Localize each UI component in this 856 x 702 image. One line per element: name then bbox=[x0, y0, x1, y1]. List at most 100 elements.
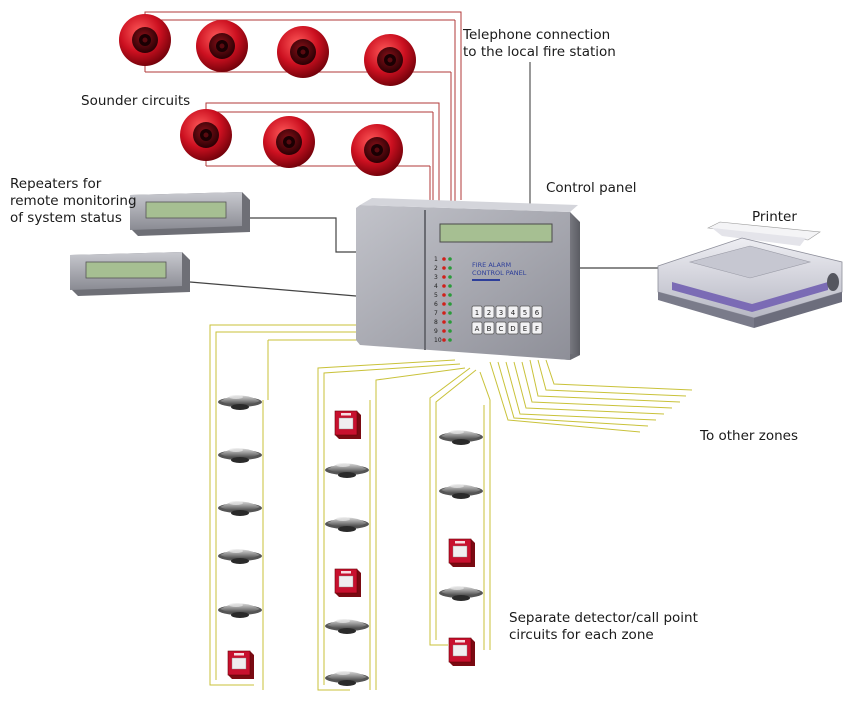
zone-normal-led-icon bbox=[448, 293, 452, 297]
keypad-key[interactable]: 1 bbox=[471, 305, 483, 319]
smoke-detector-icon bbox=[218, 448, 262, 463]
zone-number: 5 bbox=[434, 292, 438, 299]
label-line: Printer bbox=[752, 209, 797, 225]
sounder bbox=[180, 109, 232, 161]
zone-normal-led-icon bbox=[448, 329, 452, 333]
label-line: Control panel bbox=[546, 180, 637, 196]
label-line: circuits for each zone bbox=[509, 627, 654, 643]
printer-label: Printer bbox=[752, 209, 797, 226]
keypad-key[interactable]: 4 bbox=[507, 305, 519, 319]
printer bbox=[657, 221, 843, 328]
repeater-panel bbox=[130, 192, 250, 236]
zone-normal-led-icon bbox=[448, 338, 452, 342]
smoke-detector-icon bbox=[439, 484, 483, 499]
keypad-key-label: D bbox=[510, 325, 515, 333]
control-panel-label: Control panel bbox=[546, 180, 637, 197]
other-zones-label: To other zones bbox=[700, 428, 798, 445]
keypad-key-label: 1 bbox=[475, 309, 479, 317]
manual-call-point-icon bbox=[227, 650, 254, 679]
zone-number: 4 bbox=[434, 283, 438, 290]
zone-fault-led-icon bbox=[442, 320, 446, 324]
smoke-detector-icon bbox=[325, 671, 369, 686]
sounder-row-bottom bbox=[180, 109, 403, 176]
detector-circuit-wiring bbox=[209, 324, 693, 691]
keypad-key[interactable]: 3 bbox=[495, 305, 507, 319]
panel-title-line1: FIRE ALARM bbox=[472, 261, 511, 269]
keypad-key[interactable]: D bbox=[507, 321, 519, 335]
zone-normal-led-icon bbox=[448, 275, 452, 279]
keypad-key-label: 5 bbox=[523, 309, 527, 317]
keypad-key[interactable]: 2 bbox=[483, 305, 495, 319]
repeater-lcd bbox=[145, 201, 227, 219]
manual-call-point-icon bbox=[448, 538, 475, 567]
zone-fault-led-icon bbox=[442, 329, 446, 333]
zone-fault-led-icon bbox=[442, 311, 446, 315]
zone-number: 3 bbox=[434, 274, 438, 281]
label-line: Repeaters for bbox=[10, 176, 102, 192]
sounder bbox=[263, 116, 315, 168]
zone-number: 6 bbox=[434, 301, 438, 308]
keypad-key-label: A bbox=[475, 325, 480, 333]
repeater-lcd bbox=[85, 261, 167, 279]
telephone-connection-label: Telephone connection to the local fire s… bbox=[463, 27, 616, 61]
zone-normal-led-icon bbox=[448, 311, 452, 315]
zone-fault-led-icon bbox=[442, 293, 446, 297]
smoke-detector-icon bbox=[218, 501, 262, 516]
keypad-key-label: C bbox=[499, 325, 504, 333]
panel-title-line2: CONTROL PANEL bbox=[472, 269, 527, 277]
zone-number: 2 bbox=[434, 265, 438, 272]
manual-call-point-icon bbox=[334, 568, 361, 597]
repeaters-label: Repeaters for remote monitoring of syste… bbox=[10, 176, 137, 227]
manual-call-points bbox=[227, 410, 475, 679]
keypad-key-label: 6 bbox=[535, 309, 540, 317]
keypad-key[interactable]: A bbox=[471, 321, 483, 335]
manual-call-point-icon bbox=[448, 637, 475, 666]
label-line: Sounder circuits bbox=[81, 93, 191, 109]
keypad-key[interactable]: E bbox=[519, 321, 531, 335]
keypad-key-label: 4 bbox=[511, 309, 516, 317]
keypad-key-label: B bbox=[487, 325, 492, 333]
sounder bbox=[364, 34, 416, 86]
keypad-key[interactable]: F bbox=[531, 321, 543, 335]
zone-fault-led-icon bbox=[442, 338, 446, 342]
label-line: Separate detector/call point bbox=[509, 610, 698, 626]
zone-fault-led-icon bbox=[442, 302, 446, 306]
label-line: of system status bbox=[10, 210, 122, 226]
separate-circuits-label: Separate detector/call point circuits fo… bbox=[509, 610, 698, 644]
sounder bbox=[277, 26, 329, 78]
label-line: remote monitoring bbox=[10, 193, 137, 209]
panel-cables bbox=[189, 217, 660, 297]
zone-normal-led-icon bbox=[448, 266, 452, 270]
keypad-key[interactable]: 6 bbox=[531, 305, 543, 319]
manual-call-point-icon bbox=[334, 410, 361, 439]
keypad-key[interactable]: B bbox=[483, 321, 495, 335]
zone-number: 10 bbox=[434, 337, 442, 344]
zone-fault-led-icon bbox=[442, 275, 446, 279]
zone-fault-led-icon bbox=[442, 257, 446, 261]
label-line: to the local fire station bbox=[463, 44, 616, 60]
sounder-circuits-label: Sounder circuits bbox=[81, 93, 190, 110]
sounder-row-top bbox=[119, 14, 416, 86]
smoke-detector-icon bbox=[439, 586, 483, 601]
zone-number: 8 bbox=[434, 319, 438, 326]
sounder bbox=[351, 124, 403, 176]
sounder bbox=[196, 20, 248, 72]
zone-fault-led-icon bbox=[442, 284, 446, 288]
sounder bbox=[119, 14, 171, 66]
zone-normal-led-icon bbox=[448, 302, 452, 306]
keypad-key-label: E bbox=[523, 325, 527, 333]
smoke-detectors bbox=[218, 395, 483, 686]
smoke-detector-icon bbox=[218, 395, 262, 410]
smoke-detector-icon bbox=[218, 549, 262, 564]
zone-number: 1 bbox=[434, 256, 438, 263]
zone-normal-led-icon bbox=[448, 257, 452, 261]
zone-fault-led-icon bbox=[442, 266, 446, 270]
panel-lcd bbox=[439, 223, 553, 243]
keypad-key[interactable]: 5 bbox=[519, 305, 531, 319]
repeater-panel bbox=[70, 252, 190, 296]
keypad-key[interactable]: C bbox=[495, 321, 507, 335]
